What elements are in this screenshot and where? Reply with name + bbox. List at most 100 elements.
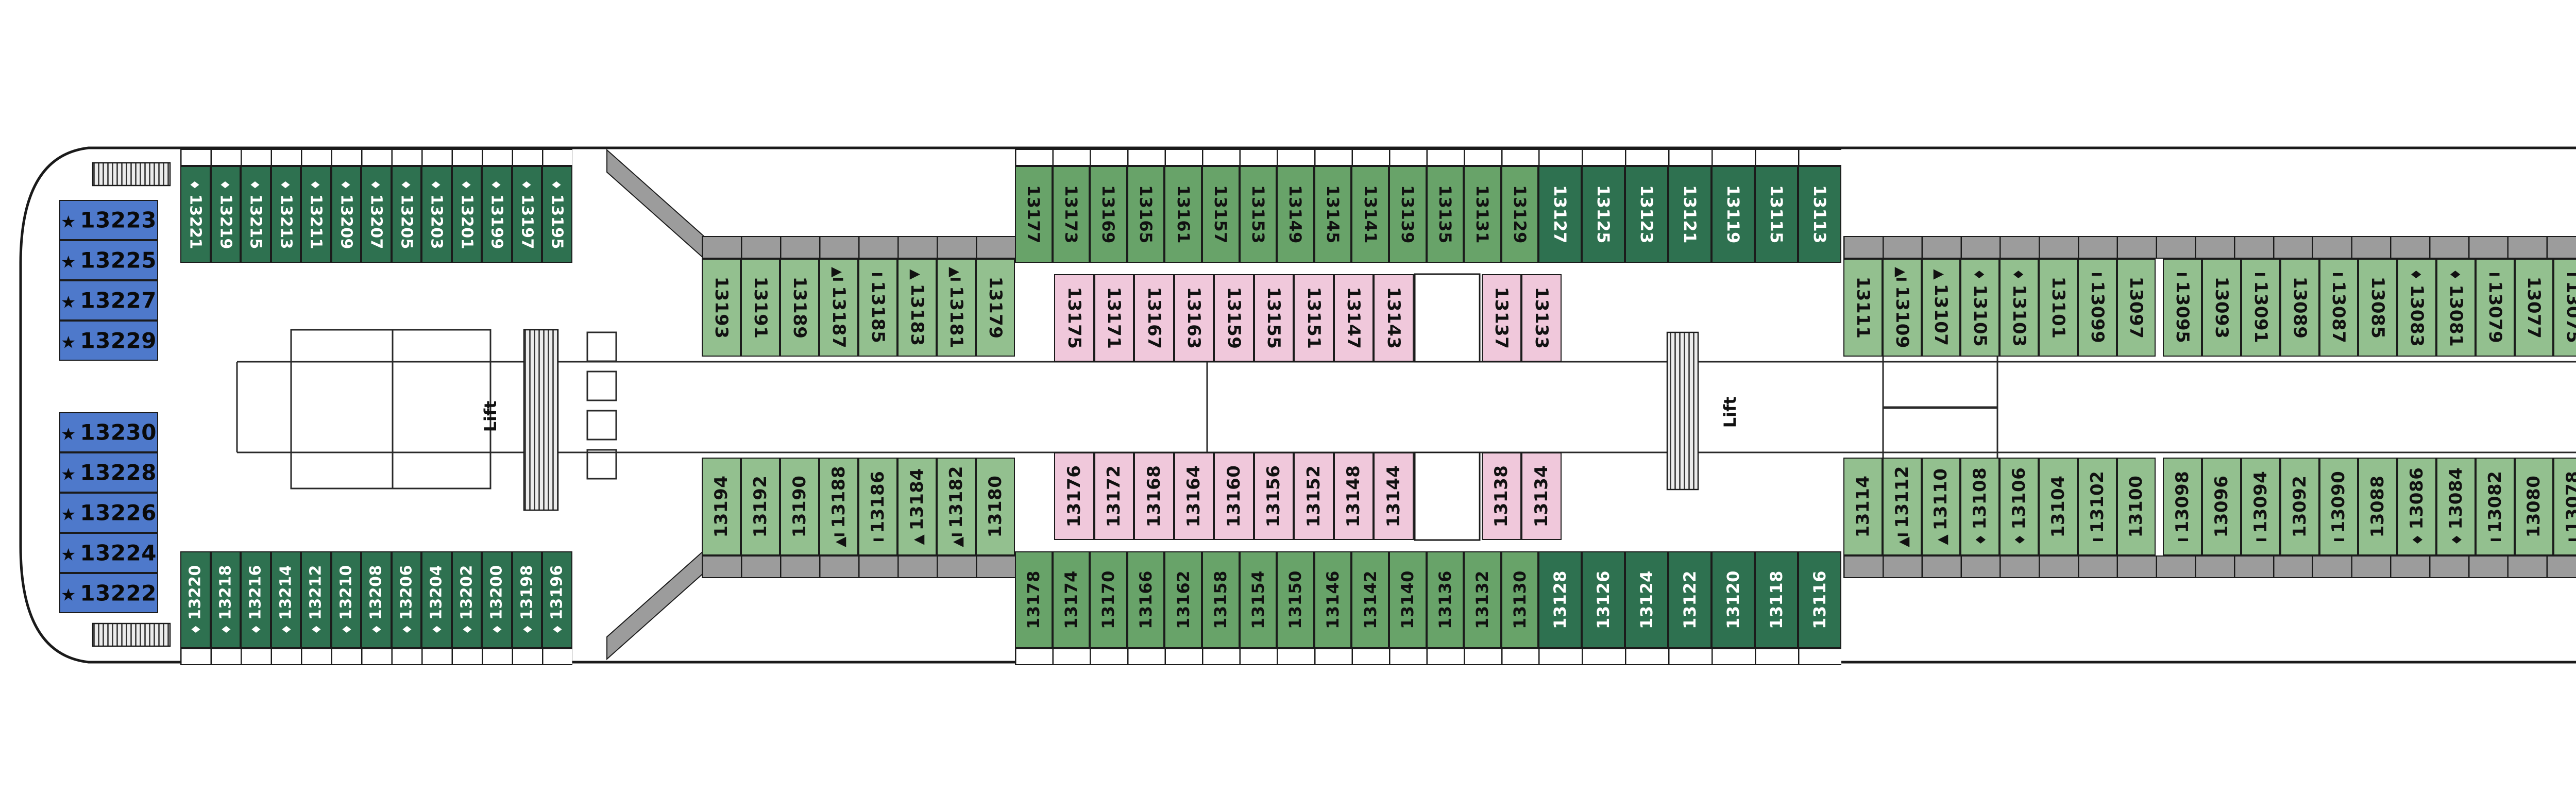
cabin-13152[interactable]: 13152: [1294, 452, 1334, 540]
cabin-13146[interactable]: 13146: [1314, 551, 1352, 648]
cabin-13166[interactable]: 13166: [1127, 551, 1165, 648]
cabin-13102[interactable]: Ⅰ13102: [2077, 458, 2117, 555]
cabin-13195[interactable]: ♦13195: [542, 166, 572, 263]
cabin-13171[interactable]: 13171: [1094, 274, 1134, 362]
cabin-13131[interactable]: 13131: [1464, 166, 1501, 263]
cabin-13228[interactable]: ★13228: [59, 452, 158, 493]
cabin-13140[interactable]: 13140: [1389, 551, 1427, 648]
cabin-13150[interactable]: 13150: [1277, 551, 1314, 648]
cabin-13143[interactable]: 13143: [1374, 274, 1414, 362]
cabin-13124[interactable]: 13124: [1625, 551, 1668, 648]
cabin-13180[interactable]: 13180: [976, 458, 1015, 555]
cabin-13125[interactable]: 13125: [1582, 166, 1625, 263]
cabin-13105[interactable]: ♦13105: [1960, 259, 2000, 357]
cabin-13144[interactable]: 13144: [1374, 452, 1414, 540]
cabin-13115[interactable]: 13115: [1755, 166, 1798, 263]
cabin-13084[interactable]: ♦13084: [2436, 458, 2476, 555]
cabin-13098[interactable]: Ⅰ13098: [2163, 458, 2202, 555]
cabin-13079[interactable]: Ⅰ13079: [2475, 259, 2515, 357]
cabin-13181[interactable]: ▲Ⅰ13181: [937, 259, 976, 357]
cabin-13090[interactable]: Ⅰ13090: [2319, 458, 2359, 555]
cabin-13081[interactable]: ♦13081: [2436, 259, 2476, 357]
cabin-13118[interactable]: 13118: [1755, 551, 1798, 648]
cabin-13182[interactable]: ▲Ⅰ13182: [937, 458, 976, 555]
cabin-13108[interactable]: ♦13108: [1960, 458, 2000, 555]
cabin-13207[interactable]: ♦13207: [361, 166, 392, 263]
cabin-13170[interactable]: 13170: [1090, 551, 1127, 648]
cabin-13220[interactable]: ♦13220: [180, 551, 211, 648]
cabin-13080[interactable]: 13080: [2514, 458, 2554, 555]
cabin-13206[interactable]: ♦13206: [391, 551, 421, 648]
cabin-13138[interactable]: 13138: [1481, 452, 1521, 540]
cabin-13172[interactable]: 13172: [1094, 452, 1134, 540]
cabin-13209[interactable]: ♦13209: [331, 166, 361, 263]
cabin-13078[interactable]: Ⅰ13078: [2553, 458, 2576, 555]
cabin-13189[interactable]: 13189: [780, 259, 819, 357]
cabin-13218[interactable]: ♦13218: [210, 551, 241, 648]
cabin-13222[interactable]: ★13222: [59, 573, 158, 613]
cabin-13162[interactable]: 13162: [1164, 551, 1202, 648]
cabin-13123[interactable]: 13123: [1625, 166, 1668, 263]
cabin-13134[interactable]: 13134: [1521, 452, 1562, 540]
cabin-13187[interactable]: ▲Ⅰ13187: [819, 259, 858, 357]
cabin-13225[interactable]: ★13225: [59, 240, 158, 280]
cabin-13216[interactable]: ♦13216: [241, 551, 271, 648]
cabin-13147[interactable]: 13147: [1333, 274, 1374, 362]
cabin-13213[interactable]: ♦13213: [270, 166, 301, 263]
cabin-13112[interactable]: ▲Ⅰ13112: [1882, 458, 1922, 555]
cabin-13215[interactable]: ♦13215: [241, 166, 271, 263]
cabin-13100[interactable]: 13100: [2116, 458, 2156, 555]
cabin-13127[interactable]: 13127: [1538, 166, 1582, 263]
cabin-13136[interactable]: 13136: [1426, 551, 1464, 648]
cabin-13086[interactable]: ♦13086: [2397, 458, 2436, 555]
cabin-13199[interactable]: ♦13199: [482, 166, 512, 263]
cabin-13188[interactable]: ▲Ⅰ13188: [819, 458, 858, 555]
cabin-13192[interactable]: 13192: [741, 458, 780, 555]
cabin-13109[interactable]: ▲Ⅰ13109: [1882, 259, 1922, 357]
cabin-13203[interactable]: ♦13203: [421, 166, 452, 263]
cabin-13212[interactable]: ♦13212: [301, 551, 331, 648]
cabin-13193[interactable]: 13193: [702, 259, 741, 357]
cabin-13224[interactable]: ★13224: [59, 533, 158, 573]
cabin-13106[interactable]: ♦13106: [1999, 458, 2039, 555]
cabin-13142[interactable]: 13142: [1351, 551, 1389, 648]
cabin-13093[interactable]: 13093: [2202, 259, 2241, 357]
cabin-13094[interactable]: Ⅰ13094: [2241, 458, 2280, 555]
cabin-13219[interactable]: ♦13219: [210, 166, 241, 263]
cabin-13214[interactable]: ♦13214: [270, 551, 301, 648]
cabin-13174[interactable]: 13174: [1052, 551, 1090, 648]
cabin-13085[interactable]: 13085: [2358, 259, 2398, 357]
cabin-13122[interactable]: 13122: [1668, 551, 1711, 648]
cabin-13156[interactable]: 13156: [1253, 452, 1294, 540]
cabin-13173[interactable]: 13173: [1052, 166, 1090, 263]
cabin-13159[interactable]: 13159: [1214, 274, 1254, 362]
cabin-13148[interactable]: 13148: [1333, 452, 1374, 540]
cabin-13202[interactable]: ♦13202: [451, 551, 482, 648]
cabin-13097[interactable]: 13097: [2116, 259, 2156, 357]
cabin-13130[interactable]: 13130: [1501, 551, 1539, 648]
cabin-13096[interactable]: 13096: [2202, 458, 2241, 555]
cabin-13183[interactable]: ▲13183: [897, 259, 937, 357]
cabin-13221[interactable]: ♦13221: [180, 166, 211, 263]
cabin-13186[interactable]: Ⅰ13186: [858, 458, 897, 555]
cabin-13176[interactable]: 13176: [1054, 452, 1094, 540]
cabin-13178[interactable]: 13178: [1015, 551, 1053, 648]
cabin-13133[interactable]: 13133: [1521, 274, 1562, 362]
cabin-13201[interactable]: ♦13201: [451, 166, 482, 263]
cabin-13164[interactable]: 13164: [1174, 452, 1214, 540]
cabin-13196[interactable]: ♦13196: [542, 551, 572, 648]
cabin-13155[interactable]: 13155: [1253, 274, 1294, 362]
cabin-13101[interactable]: 13101: [2039, 259, 2078, 357]
cabin-13163[interactable]: 13163: [1174, 274, 1214, 362]
cabin-13121[interactable]: 13121: [1668, 166, 1711, 263]
cabin-13175[interactable]: 13175: [1054, 274, 1094, 362]
cabin-13168[interactable]: 13168: [1134, 452, 1174, 540]
cabin-13116[interactable]: 13116: [1798, 551, 1841, 648]
cabin-13223[interactable]: ★13223: [59, 200, 158, 240]
cabin-13113[interactable]: 13113: [1798, 166, 1841, 263]
cabin-13179[interactable]: 13179: [976, 259, 1015, 357]
cabin-13198[interactable]: ♦13198: [512, 551, 542, 648]
cabin-13119[interactable]: 13119: [1711, 166, 1755, 263]
cabin-13091[interactable]: Ⅰ13091: [2241, 259, 2280, 357]
cabin-13191[interactable]: 13191: [741, 259, 780, 357]
